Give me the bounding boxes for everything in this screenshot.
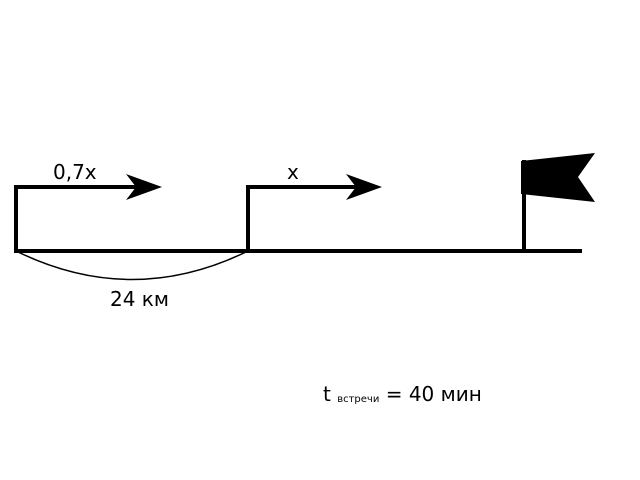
equals-sign: = bbox=[385, 382, 403, 406]
meeting-time-formula: t встречи = 40 мин bbox=[323, 383, 482, 411]
object-1-speed-label: 0,7x bbox=[53, 160, 97, 184]
flag-cloth bbox=[521, 153, 595, 202]
object-2-speed-label: x bbox=[287, 160, 299, 184]
time-symbol: t bbox=[323, 382, 331, 406]
meeting-time-value: 40 мин bbox=[408, 382, 482, 406]
time-subscript: встречи bbox=[337, 394, 380, 405]
object-1-arrow-head bbox=[126, 174, 162, 200]
object-2-arrow-head bbox=[346, 174, 382, 200]
distance-label: 24 км bbox=[110, 287, 169, 311]
distance-arc bbox=[15, 250, 249, 281]
flag-icon bbox=[521, 153, 595, 252]
